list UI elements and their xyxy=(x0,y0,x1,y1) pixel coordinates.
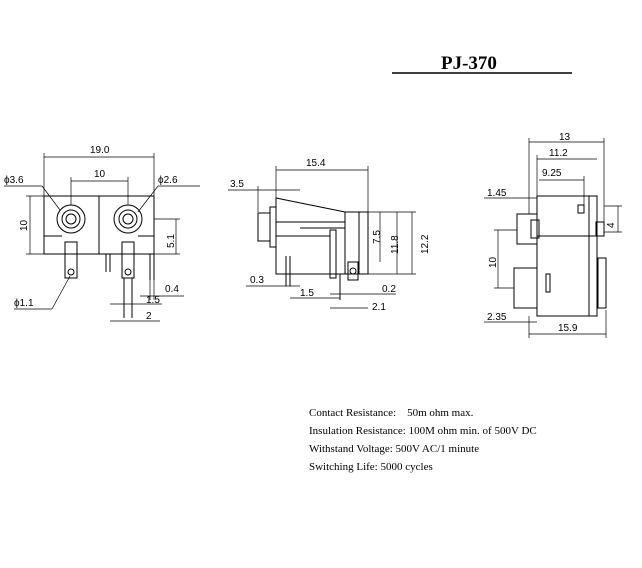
top-dim-10: 10 xyxy=(488,256,499,268)
top-dim-4: 4 xyxy=(606,222,617,228)
side-nose-label: 3.5 xyxy=(230,179,244,190)
front-dim-2: 2 xyxy=(146,311,152,322)
spec-switching-life: Switching Life: 5000 cycles xyxy=(309,458,537,476)
top-tab xyxy=(577,204,585,214)
front-hole-right-label: ϕ2.6 xyxy=(158,175,178,186)
spec-value: 5000 cycles xyxy=(380,461,433,473)
side-h-7-5: 7.5 xyxy=(372,230,383,244)
top-upper-jack-collar xyxy=(530,219,540,239)
side-dim-2-1: 2.1 xyxy=(372,302,386,313)
leader-line xyxy=(51,275,71,310)
side-nose xyxy=(257,212,271,242)
top-body-outline xyxy=(536,195,598,317)
left-jack-outer xyxy=(56,204,86,234)
front-pin-center xyxy=(121,241,135,279)
side-pin-block xyxy=(329,229,337,279)
spec-value: 50m ohm max. xyxy=(407,407,474,419)
front-dim-1-5: 1.5 xyxy=(146,295,160,306)
top-lower-jack xyxy=(513,267,538,309)
side-dim-0-3: 0.3 xyxy=(250,275,264,286)
side-rear-block xyxy=(344,211,360,275)
front-pin-left xyxy=(64,241,78,279)
side-pin-block xyxy=(347,261,359,281)
front-dim-0-4: 0.4 xyxy=(165,284,179,295)
title-block: PJ-370 xyxy=(392,53,572,74)
side-dim-1-5: 1.5 xyxy=(300,288,314,299)
top-w-13: 13 xyxy=(559,132,571,143)
spec-label: Switching Life: xyxy=(309,461,378,473)
top-dim-2-35: 2.35 xyxy=(487,312,507,323)
side-flange xyxy=(269,206,277,248)
side-view: 15.4 3.5 7.5 11.8 12.2 0.3 1.5 0.2 2.1 xyxy=(228,158,431,313)
front-pitch-label: 10 xyxy=(94,169,106,180)
front-pin-dia-label: ϕ1.1 xyxy=(14,298,34,309)
side-length-label: 15.4 xyxy=(306,158,326,169)
front-height-label: 10 xyxy=(19,219,30,231)
front-offset-label: 5.1 xyxy=(166,234,177,248)
spec-withstand-voltage: Withstand Voltage: 500V AC/1 minute xyxy=(309,440,537,458)
front-pin-left-hole xyxy=(67,268,75,276)
top-w-9-25: 9.25 xyxy=(542,168,562,179)
side-body-outline xyxy=(275,197,369,275)
spec-label: Insulation Resistance: xyxy=(309,425,406,437)
spec-value: 100M ohm min. of 500V DC xyxy=(408,425,537,437)
side-dim-0-2: 0.2 xyxy=(382,284,396,295)
top-dim-1-45: 1.45 xyxy=(487,188,507,199)
side-h-11-8: 11.8 xyxy=(390,235,401,254)
part-number-title: PJ-370 xyxy=(441,53,497,74)
spec-label: Withstand Voltage: xyxy=(309,443,393,455)
side-pin-hole xyxy=(349,267,357,275)
front-hole-left-label: ϕ3.6 xyxy=(4,175,24,186)
top-w-11-2: 11.2 xyxy=(549,148,568,159)
top-view: 13 11.2 9.25 1.45 4 10 2.35 15.9 xyxy=(484,132,622,338)
left-jack-inner xyxy=(61,209,81,229)
left-jack-hole xyxy=(65,213,77,225)
specifications-list: Contact Resistance: 50m ohm max. Insulat… xyxy=(309,404,537,476)
leader-line xyxy=(137,185,159,213)
right-jack-outer xyxy=(113,204,143,234)
right-jack-hole xyxy=(122,213,134,225)
right-jack-inner xyxy=(118,209,138,229)
front-pin-center-hole xyxy=(124,268,132,276)
top-pin xyxy=(545,273,551,293)
spec-label: Contact Resistance: xyxy=(309,407,397,419)
top-rear-pin xyxy=(597,257,607,309)
top-w-15-9: 15.9 xyxy=(558,323,578,334)
top-upper-jack xyxy=(516,213,538,245)
front-view: 19.0 10 ϕ3.6 ϕ2.6 10 5.1 ϕ1.1 0.4 1.5 xyxy=(4,145,200,322)
spec-insulation-resistance: Insulation Resistance: 100M ohm min. of … xyxy=(309,422,537,440)
top-tab xyxy=(595,221,605,237)
spec-contact-resistance: Contact Resistance: 50m ohm max. xyxy=(309,404,537,422)
spec-value: 500V AC/1 minute xyxy=(395,443,480,455)
side-h-12-2: 12.2 xyxy=(420,234,431,254)
front-width-label: 19.0 xyxy=(90,145,110,156)
leader-line xyxy=(41,185,61,211)
